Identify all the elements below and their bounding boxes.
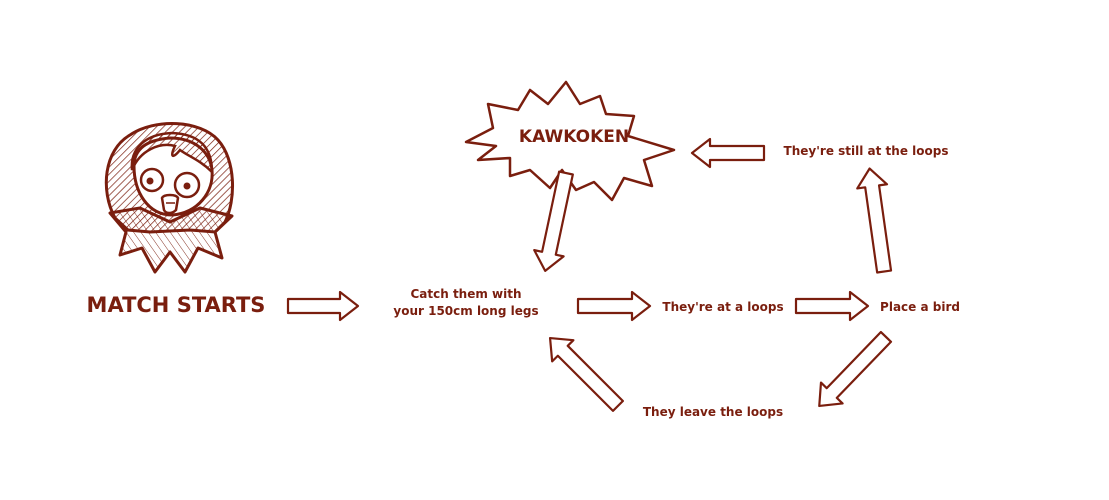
arrow-burst-to-catch <box>533 170 574 272</box>
arrow-start-to-catch <box>286 290 360 322</box>
arrow-place-bird-to-leave-loops <box>818 330 893 408</box>
burst-label: KAWKOKEN <box>519 127 629 147</box>
arrow-at-loops-to-place-bird <box>794 290 870 322</box>
arrow-catch-to-at-loops <box>576 290 652 322</box>
still-loops-label: They're still at the loops <box>784 144 949 158</box>
arrow-place-bird-to-still-loops <box>856 167 893 274</box>
explosion-burst-icon <box>464 80 676 202</box>
catch-label-line2: your 150cm long legs <box>393 304 538 318</box>
at-loops-label: They're at a loops <box>662 300 783 314</box>
girl-face-icon <box>104 122 234 274</box>
start-label: MATCH STARTS <box>87 293 266 317</box>
place-bird-label: Place a bird <box>880 300 960 314</box>
catch-label-line1: Catch them with <box>410 287 521 301</box>
arrow-still-loops-to-burst <box>690 137 766 169</box>
arrow-leave-loops-to-catch <box>548 336 624 412</box>
leave-loops-label: They leave the loops <box>643 405 783 419</box>
